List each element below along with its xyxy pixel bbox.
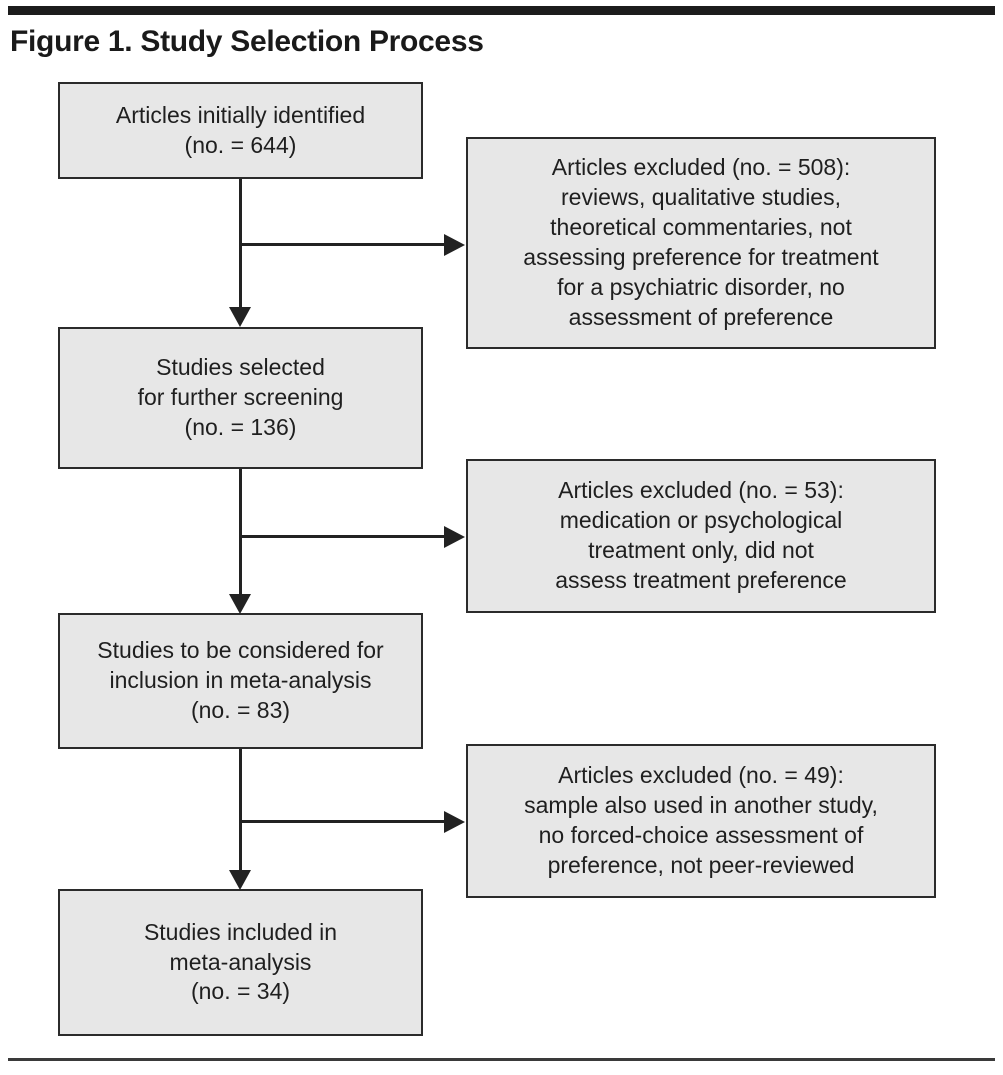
- flow-node-line: (no. = 83): [190, 696, 291, 723]
- flow-node-articles-identified: Articles initially identified (no. = 644…: [58, 82, 423, 179]
- flow-node-line: medication or psychological: [559, 507, 843, 534]
- flow-node-line: assessing preference for treatment: [523, 244, 879, 270]
- flow-node-line: Articles excluded (no. = 53):: [558, 477, 844, 504]
- connector-horizontal-1: [240, 243, 447, 246]
- flow-node-text: Articles excluded (no. = 508): reviews, …: [476, 153, 926, 332]
- flow-node-studies-included: Studies included in meta-analysis (no. =…: [58, 889, 423, 1036]
- figure-title: Figure 1. Study Selection Process: [10, 25, 484, 58]
- flow-node-line: sample also used in another study,: [524, 792, 878, 819]
- flow-node-line: (no. = 34): [190, 978, 291, 1005]
- flow-node-line: Studies included in: [143, 918, 338, 945]
- flow-node-line: for a psychiatric disorder, no: [557, 273, 845, 300]
- flow-node-line: Studies to be considered for: [97, 637, 384, 664]
- arrowhead-right-icon: [444, 234, 465, 256]
- flow-node-line: treatment only, did not: [588, 537, 814, 563]
- flow-node-line: for further screening: [137, 384, 344, 411]
- arrowhead-down-icon: [229, 307, 251, 327]
- flow-node-articles-excluded-3: Articles excluded (no. = 49): sample als…: [466, 744, 936, 898]
- flow-node-line: (no. = 644): [184, 131, 297, 158]
- flow-node-articles-excluded-2: Articles excluded (no. = 53): medication…: [466, 459, 936, 613]
- flow-node-text: Studies included in meta-analysis (no. =…: [68, 918, 413, 1008]
- flow-node-line: reviews, qualitative studies,: [561, 184, 841, 211]
- arrowhead-right-icon: [444, 526, 465, 548]
- arrowhead-down-icon: [229, 870, 251, 890]
- flow-node-studies-considered: Studies to be considered for inclusion i…: [58, 613, 423, 749]
- top-rule: [8, 6, 995, 15]
- flow-node-text: Articles excluded (no. = 53): medication…: [476, 476, 926, 596]
- flow-node-line: assess treatment preference: [555, 566, 847, 593]
- arrowhead-right-icon: [444, 811, 465, 833]
- bottom-rule: [8, 1058, 995, 1061]
- flow-node-text: Articles initially identified (no. = 644…: [68, 101, 413, 161]
- flow-node-text: Articles excluded (no. = 49): sample als…: [476, 761, 926, 881]
- flow-node-line: assessment of preference: [568, 303, 834, 330]
- connector-vertical-3: [239, 749, 242, 879]
- flow-node-text: Studies to be considered for inclusion i…: [68, 636, 413, 726]
- flow-node-line: Studies selected: [156, 354, 325, 381]
- connector-horizontal-3: [240, 820, 447, 823]
- flow-node-line: no forced-choice assessment of: [538, 822, 864, 848]
- flow-node-articles-excluded-1: Articles excluded (no. = 508): reviews, …: [466, 137, 936, 349]
- flow-node-studies-selected: Studies selected for further screening (…: [58, 327, 423, 469]
- flow-node-text: Studies selected for further screening (…: [68, 353, 413, 443]
- flow-node-line: (no. = 136): [184, 413, 297, 440]
- connector-vertical-1: [239, 179, 242, 314]
- flow-node-line: preference, not peer-reviewed: [547, 851, 855, 878]
- flow-node-line: Articles initially identified: [115, 101, 366, 128]
- flow-node-line: Articles excluded (no. = 508):: [551, 154, 851, 181]
- arrowhead-down-icon: [229, 594, 251, 614]
- flow-node-line: meta-analysis: [169, 948, 312, 975]
- flow-node-line: theoretical commentaries, not: [550, 214, 852, 241]
- flow-node-line: inclusion in meta-analysis: [109, 667, 372, 694]
- flow-node-line: Articles excluded (no. = 49):: [558, 762, 844, 789]
- connector-horizontal-2: [240, 535, 447, 538]
